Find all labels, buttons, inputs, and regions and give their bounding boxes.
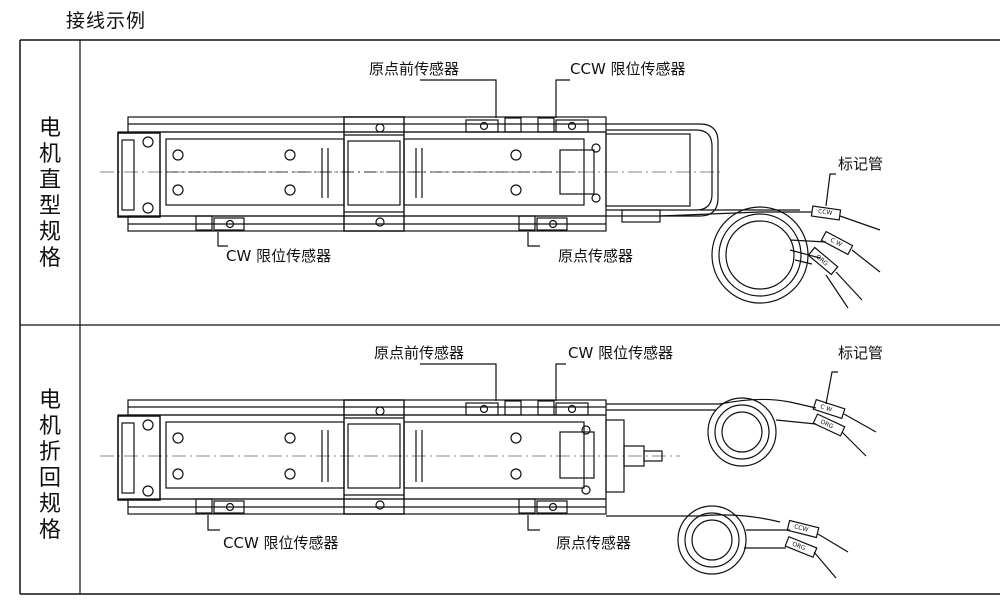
row-label-folded: 电 机 折 回 规 格	[22, 388, 78, 544]
row-label-char: 电	[38, 116, 61, 141]
callout-origin-sensor: 原点传感器	[558, 247, 634, 265]
page-title: 接线示例	[66, 10, 147, 32]
callout-pre-origin-sensor: 原点前传感器	[374, 344, 465, 362]
row-label-char: 回	[38, 466, 61, 491]
row-label-char: 折	[38, 440, 61, 465]
carriage	[343, 399, 405, 515]
callout-ccw-limit-sensor: CCW 限位传感器	[223, 534, 339, 552]
end-plate-left	[117, 132, 161, 218]
row-label-char: 格	[38, 518, 61, 543]
row-label-straight: 电 机 直 型 规 格	[22, 116, 78, 272]
carriage	[343, 116, 405, 232]
callout-cw-limit-sensor: CW 限位传感器	[226, 247, 332, 265]
callout-marker-tube: 标记管	[838, 155, 884, 173]
row-label-char: 机	[38, 414, 61, 439]
callout-cw-limit-sensor: CW 限位传感器	[568, 344, 674, 362]
callout-marker-tube: 标记管	[838, 344, 884, 362]
actuator-body	[117, 414, 607, 500]
row-label-char: 机	[38, 142, 61, 167]
row-label-char: 电	[38, 388, 61, 413]
callout-ccw-limit-sensor: CCW 限位传感器	[570, 60, 686, 78]
row-label-char: 规	[38, 492, 61, 517]
row-label-char: 直	[38, 168, 61, 193]
callout-pre-origin-sensor: 原点前传感器	[369, 60, 460, 78]
row-label-char: 型	[38, 194, 61, 219]
end-plate-left	[117, 415, 161, 501]
callout-origin-sensor: 原点传感器	[556, 534, 632, 552]
row-label-char: 格	[38, 246, 61, 271]
row-label-char: 规	[38, 220, 61, 245]
